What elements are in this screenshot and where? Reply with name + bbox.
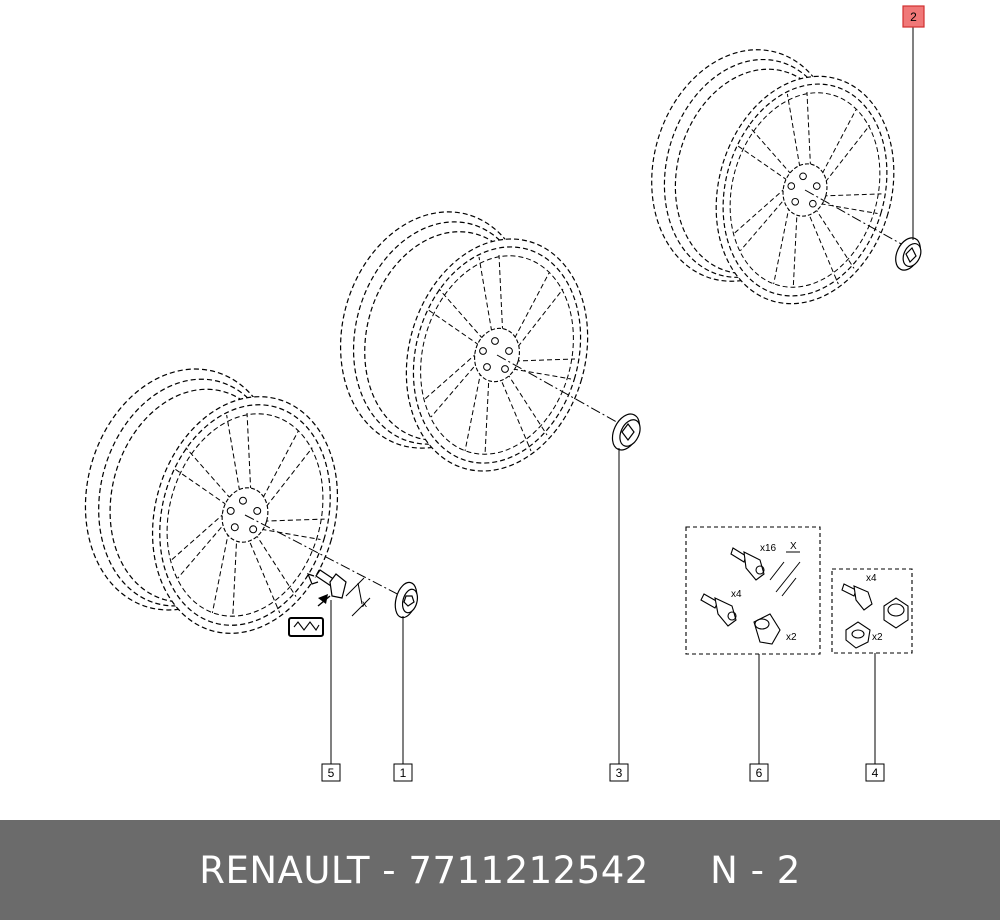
footer-space-2 (396, 849, 408, 892)
quantity-x4-label-a: x4 (731, 589, 742, 600)
footer-gap (649, 849, 710, 892)
callout-3-label: 3 (616, 766, 623, 780)
callout-1-label: 1 (400, 766, 407, 780)
callout-6-label: 6 (756, 766, 763, 780)
callout-1[interactable]: 1 (393, 763, 413, 782)
quantity-x2-label-a: x2 (786, 632, 797, 643)
quantity-x16-label: x16 (760, 543, 777, 554)
axis-line-wheel-2 (496, 354, 623, 426)
wheel-parts-diagram: x X x16 x4 x2 (57, 5, 925, 782)
lug-bolt-part-5 (306, 569, 347, 599)
locking-key-icon (288, 594, 331, 637)
callout-2-label: 2 (910, 10, 917, 24)
footer-brand: RENAULT (199, 848, 371, 892)
footer-space-1 (370, 849, 382, 892)
axis-line-wheel-3 (804, 189, 913, 251)
callout-4-label: 4 (872, 766, 879, 780)
footer-part-number: 7711212542 (408, 848, 649, 892)
dimension-x-big-label: X (790, 541, 797, 552)
kit-box-part-4 (831, 568, 913, 654)
kit-box-part-6 (685, 526, 821, 655)
wheel-top-right (624, 27, 921, 326)
center-cap-part-3 (611, 413, 641, 451)
callout-5-label: 5 (328, 766, 335, 780)
dimension-x-small-label: x (362, 599, 367, 610)
dimension-x-big (769, 551, 801, 597)
wheel-middle (312, 188, 615, 494)
footer-separator: - (382, 848, 397, 892)
center-cap-part-1 (394, 581, 419, 619)
footer-ref: N - 2 (710, 848, 801, 892)
quantity-x4-label-b: x4 (866, 573, 877, 584)
dimension-x-small (345, 577, 371, 617)
axis-line-wheel-1 (244, 514, 406, 599)
callout-5[interactable]: 5 (321, 763, 341, 782)
callout-2-highlighted[interactable]: 2 (902, 5, 925, 28)
nut-set-part-4 (841, 583, 909, 649)
callout-6[interactable]: 6 (749, 763, 769, 782)
quantity-x2-label-b: x2 (872, 632, 883, 643)
footer-bar: RENAULT - 7711212542 N - 2 (0, 820, 1000, 920)
wheel-bottom-left (57, 345, 366, 657)
callout-4[interactable]: 4 (865, 763, 885, 782)
center-cap-part-2 (895, 237, 922, 271)
bolt-set-part-6 (700, 547, 781, 645)
callout-3[interactable]: 3 (609, 763, 629, 782)
